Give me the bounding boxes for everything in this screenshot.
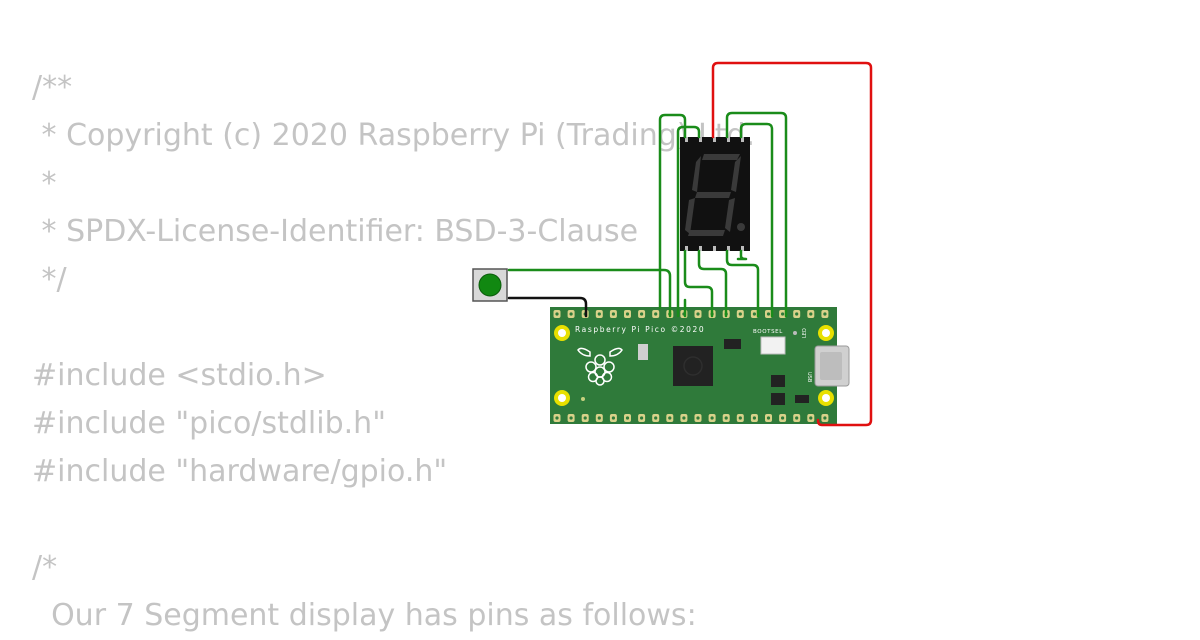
- pico-pin-hole: [654, 312, 658, 316]
- pico-pin-hole: [654, 416, 658, 420]
- chip-logo-icon: [683, 356, 703, 376]
- pico-pin-hole: [640, 416, 644, 420]
- usb-label: USB: [806, 372, 812, 383]
- segment-d: [688, 230, 725, 236]
- led-label: LED: [802, 328, 808, 338]
- usb-connector[interactable]: [814, 345, 850, 387]
- pico-pins-bottom: [553, 414, 829, 422]
- code-line-7: #include "pico/stdlib.h": [32, 406, 386, 441]
- pico-pin-hole: [640, 312, 644, 316]
- segment-b: [731, 156, 741, 192]
- wire-black-gnd: [507, 296, 588, 318]
- pico-pin-hole: [752, 312, 757, 316]
- pico-pin-hole: [781, 312, 785, 316]
- pico-pin-hole: [668, 416, 672, 420]
- pico-pin-hole: [625, 416, 630, 420]
- pico-pin-hole: [569, 312, 573, 316]
- code-line-3: *: [32, 166, 57, 201]
- wire-red-vcc: [711, 61, 873, 427]
- pico-pin-hole: [823, 416, 827, 420]
- segment-g: [695, 192, 731, 198]
- display-segments: [685, 154, 741, 236]
- display-pins-bottom: [685, 246, 744, 251]
- pico-pin-hole: [738, 312, 742, 316]
- bootsel-button[interactable]: [760, 336, 786, 355]
- segment-dp: [737, 223, 745, 231]
- code-line-6: #include <stdio.h>: [32, 358, 327, 393]
- code-line-9: /*: [32, 550, 58, 585]
- seven-segment-display[interactable]: [680, 137, 750, 251]
- board-label: Raspberry Pi Pico ©2020: [575, 325, 705, 334]
- code-line-5: */: [32, 262, 67, 297]
- code-line-10: Our 7 Segment display has pins as follow…: [32, 598, 697, 633]
- pico-board[interactable]: Raspberry Pi Pico ©2020 BOOTSEL LED USB: [550, 307, 850, 424]
- wire-green-6: [697, 249, 728, 318]
- pico-pin-hole: [611, 416, 616, 420]
- pico-pin-hole: [569, 416, 573, 420]
- wire-green-button: [507, 268, 672, 318]
- pico-pin-hole: [781, 416, 785, 420]
- pico-pin-hole: [752, 416, 757, 420]
- pico-pin-hole: [710, 416, 714, 420]
- flash-chip: [638, 344, 648, 360]
- mounting-holes: [554, 325, 834, 406]
- wires: [507, 61, 873, 427]
- button-cap: [478, 273, 502, 297]
- wire-green-5: [683, 249, 714, 318]
- pico-pin-hole: [583, 416, 587, 420]
- wire-green-4: [739, 122, 774, 318]
- bootsel-label: BOOTSEL: [753, 329, 783, 335]
- pico-pin-hole: [625, 312, 630, 316]
- pico-pin-hole: [795, 312, 799, 316]
- segment-e: [685, 198, 695, 234]
- wire-green-3: [725, 111, 788, 318]
- pico-pin-hole: [555, 416, 559, 420]
- smd-component-1: [771, 375, 785, 387]
- code-line-8: #include "hardware/gpio.h": [32, 454, 448, 489]
- pico-pin-hole: [724, 416, 728, 420]
- led-dot: [793, 331, 797, 335]
- pico-pin-hole: [795, 416, 799, 420]
- pico-pins-top: [553, 310, 829, 318]
- wire-green-7: [725, 249, 760, 318]
- pico-pin-hole: [555, 312, 559, 316]
- push-button[interactable]: [472, 268, 508, 302]
- pico-pin-hole: [809, 312, 813, 316]
- rp2040-chip: [673, 346, 713, 386]
- pico-pin-hole: [823, 312, 827, 316]
- pico-pin-hole: [597, 312, 601, 316]
- pico-pin-hole: [809, 416, 813, 420]
- code-line-4: * SPDX-License-Identifier: BSD-3-Clause: [32, 214, 639, 249]
- regulator-chip: [724, 339, 741, 349]
- wire-green-2: [676, 125, 701, 318]
- segment-c: [725, 198, 735, 232]
- pico-pin-hole: [597, 416, 601, 420]
- pico-pin-hole: [738, 416, 742, 420]
- raspberry-logo-icon: [577, 347, 623, 386]
- code-line-1: /**: [32, 70, 73, 105]
- segment-a: [702, 154, 740, 160]
- display-pins-top: [685, 137, 744, 142]
- smd-component-3: [795, 395, 809, 403]
- wire-green-1: [658, 113, 687, 310]
- pico-pin-hole: [766, 312, 771, 316]
- pico-pin-hole: [682, 416, 686, 420]
- wire-green-8: [736, 249, 748, 261]
- smd-component-2: [771, 393, 785, 405]
- pico-pin-hole: [766, 416, 771, 420]
- pico-pin-hole: [611, 312, 616, 316]
- segment-f: [692, 156, 701, 192]
- pico-pin-hole: [696, 312, 700, 316]
- test-point: [581, 397, 585, 401]
- pico-pin-hole: [696, 416, 700, 420]
